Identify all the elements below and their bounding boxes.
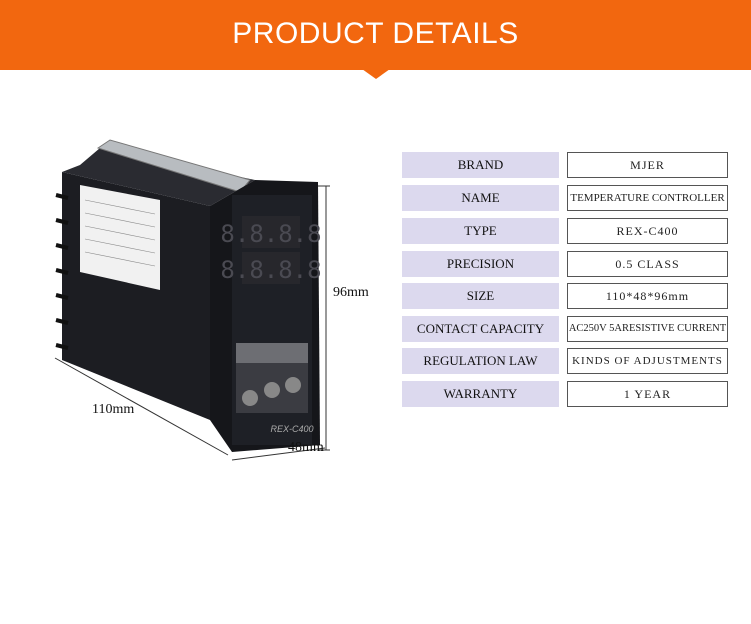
spec-row: PRECISION 0.5 CLASS <box>402 251 728 277</box>
spec-row: SIZE 110*48*96mm <box>402 283 728 309</box>
spec-label: TYPE <box>402 218 559 244</box>
shift-button[interactable] <box>242 390 258 406</box>
width-dimension: 48mm <box>288 440 324 455</box>
spec-label: WARRANTY <box>402 381 559 407</box>
banner-title: PRODUCT DETAILS <box>232 17 519 50</box>
spec-label: PRECISION <box>402 251 559 277</box>
spec-label: BRAND <box>402 152 559 178</box>
down-button[interactable] <box>264 382 280 398</box>
spec-row: REGULATION LAW KINDS OF ADJUSTMENTS <box>402 348 728 374</box>
spec-row: NAME TEMPERATURE CONTROLLER <box>402 185 728 211</box>
header-banner: PRODUCT DETAILS <box>0 0 751 70</box>
product-image: 8.8.8.8 8.8.8.8 REX-C400 <box>54 139 330 461</box>
depth-dimension: 110mm <box>92 402 135 417</box>
spec-sticker <box>80 185 160 290</box>
model-label: REX-C400 <box>270 424 313 434</box>
pv-display: 8.8.8.8 <box>220 220 321 248</box>
spec-label: CONTACT CAPACITY <box>402 316 559 342</box>
spec-label: REGULATION LAW <box>402 348 559 374</box>
spec-row: TYPE REX-C400 <box>402 218 728 244</box>
spec-label: SIZE <box>402 283 559 309</box>
sv-display: 8.8.8.8 <box>220 256 321 284</box>
mounting-clip <box>96 139 251 193</box>
controller-top <box>62 148 255 206</box>
spec-label: NAME <box>402 185 559 211</box>
spec-row: CONTACT CAPACITY AC250V 5ARESISTIVE CURRE… <box>402 316 728 342</box>
spec-value: 110*48*96mm <box>567 283 728 309</box>
spec-value: KINDS OF ADJUSTMENTS <box>567 348 728 374</box>
spec-value: 1 YEAR <box>567 381 728 407</box>
up-button[interactable] <box>285 377 301 393</box>
spec-value: REX-C400 <box>567 218 728 244</box>
spec-value: 0.5 CLASS <box>567 251 728 277</box>
spec-value: TEMPERATURE CONTROLLER <box>567 185 728 211</box>
spec-value: MJER <box>567 152 728 178</box>
spec-row: WARRANTY 1 YEAR <box>402 381 728 407</box>
spec-value: AC250V 5ARESISTIVE CURRENT <box>567 316 728 342</box>
spec-row: BRAND MJER <box>402 152 728 178</box>
height-dimension: 96mm <box>333 285 369 300</box>
banner-pointer <box>362 69 390 79</box>
